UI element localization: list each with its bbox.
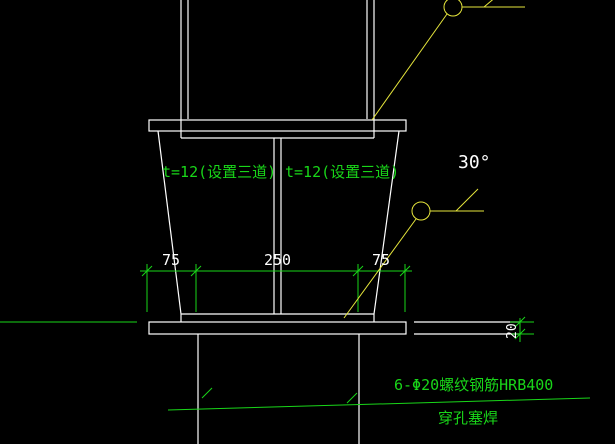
tapered-stiffener-outline [157, 130, 400, 315]
weld-leader-top [371, 0, 525, 121]
top-plate [148, 119, 407, 139]
dimension-left: 75 [162, 251, 180, 269]
angle-label: 30° [458, 152, 491, 173]
weld-leader-bottom [343, 188, 484, 319]
center-web-plate [273, 138, 282, 314]
rebar-leader [167, 387, 591, 411]
plate-label-right: t=12(设置三道) [285, 163, 399, 181]
horizontal-dimension [140, 264, 412, 312]
plate-label-left: t=12(设置三道) [162, 163, 276, 181]
dimension-right: 75 [372, 251, 390, 269]
dimension-thickness: 20 [505, 323, 520, 339]
steel-column [180, 0, 375, 131]
rebar-note-label: 穿孔塞焊 [438, 409, 498, 427]
bottom-plate [148, 313, 407, 335]
dimension-middle: 250 [264, 251, 291, 269]
ground-line [0, 321, 520, 335]
concrete-pedestal [197, 334, 360, 444]
rebar-spec-label: 6-Φ20螺纹钢筋HRB400 [394, 376, 553, 394]
thickness-dimension [510, 316, 534, 342]
